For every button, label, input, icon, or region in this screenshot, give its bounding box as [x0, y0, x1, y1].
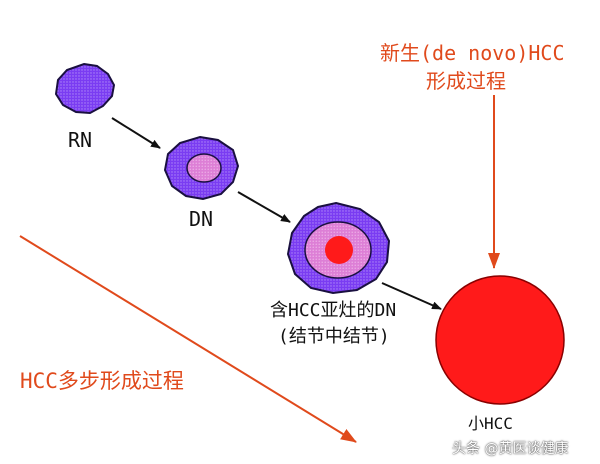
- small-hcc-circle: [435, 275, 565, 405]
- arrow-multistep: [19, 235, 357, 443]
- label-nodule-in-nodule: (结节中结节): [278, 326, 390, 347]
- hcc-subfocus: [325, 236, 353, 264]
- label-dn: DN: [189, 207, 214, 231]
- label-formation-process: 形成过程: [426, 69, 506, 93]
- watermark: 头条 @黄医谈健康: [452, 441, 569, 457]
- arrow-rn-to-dn: [111, 117, 161, 149]
- arrow-dn-to-dn-hcc: [237, 191, 291, 223]
- label-multistep: HCC多步形成过程: [20, 369, 184, 393]
- label-dn-with-hcc: 含HCC亚灶的DN: [270, 300, 397, 321]
- label-rn: RN: [68, 128, 93, 152]
- dn-inner-focus: [186, 153, 222, 183]
- label-small-hcc: 小HCC: [468, 414, 513, 433]
- rn-nodule: [54, 62, 116, 115]
- label-de-novo: 新生(de novo)HCC: [380, 41, 565, 65]
- arrow-dn-hcc-to-small-hcc: [381, 282, 442, 310]
